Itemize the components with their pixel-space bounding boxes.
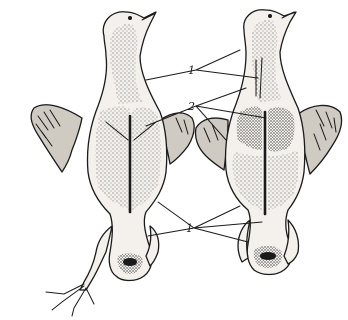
ventral-eye [128,16,132,20]
label-lower-1: 1 [186,222,193,235]
dorsal-uropygial [260,252,276,260]
dorsal-eye [268,14,272,18]
ventral-left-leg [80,226,112,290]
ventral-vent [123,258,137,266]
dorsal-left-wing [195,118,228,170]
dorsal-view-bird [195,10,341,275]
ventral-view-bird [31,12,194,316]
label-upper-1: 1 [188,64,195,77]
ventral-left-wing [31,105,82,172]
ventral-left-foot [46,284,94,316]
label-2: 2 [187,100,195,113]
